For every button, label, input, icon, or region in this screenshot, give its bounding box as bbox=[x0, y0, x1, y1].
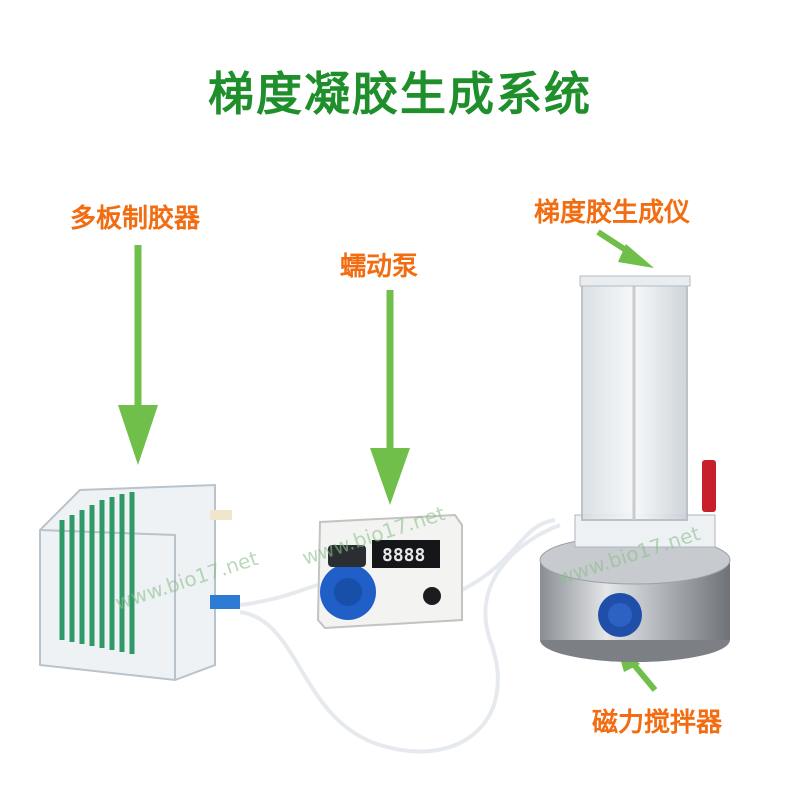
arrow-pump bbox=[370, 290, 410, 505]
tubing bbox=[239, 518, 561, 754]
label-gradient-maker: 梯度胶生成仪 bbox=[534, 198, 691, 228]
gradient-maker bbox=[574, 275, 716, 548]
label-peristaltic-pump: 蠕动泵 bbox=[340, 252, 419, 282]
page-title: 梯度凝胶生成系统 bbox=[208, 67, 592, 121]
pump-display-panel bbox=[372, 540, 440, 568]
arrow-gradient-maker bbox=[596, 229, 654, 268]
peristaltic-pump: 8888 bbox=[316, 513, 463, 630]
pump-display: 8888 bbox=[382, 545, 425, 566]
label-magnetic-stirrer: 磁力搅拌器 bbox=[592, 708, 723, 738]
arrow-gel-caster bbox=[118, 245, 158, 465]
magnetic-stirrer bbox=[539, 535, 731, 662]
gel-caster bbox=[39, 483, 240, 682]
label-gel-caster: 多板制胶器 bbox=[70, 204, 201, 234]
